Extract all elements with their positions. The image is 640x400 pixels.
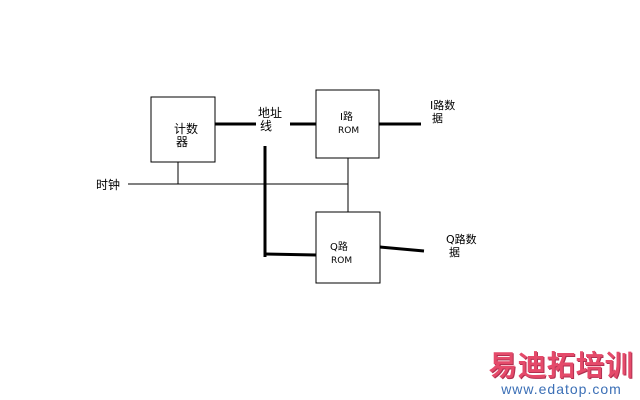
watermark-url: www.edatop.com [501, 381, 622, 397]
q-rom-label-line-2: ROM [331, 256, 352, 266]
q-data-label-2: 据 [449, 245, 460, 259]
i-rom-label-line-2: ROM [338, 126, 359, 136]
q-rom-block [315, 211, 381, 284]
i-rom-block [315, 89, 380, 159]
address-to-q-rom-wire [264, 252, 317, 257]
address-line-label-2: 线 [260, 119, 272, 133]
address-line-label-1: 地址 [258, 106, 282, 120]
counter-block [150, 96, 216, 163]
counter-label-line-1: 计数 [174, 121, 198, 136]
q-data-output-wire [379, 245, 425, 253]
counter-label-line-2: 器 [176, 135, 188, 149]
watermark-logo: 易迪拓培训 www.edatop.com [488, 349, 634, 397]
i-rom-label-line-1: I路 [340, 110, 353, 123]
watermark-title: 易迪拓培训 [488, 349, 634, 382]
clock-label: 时钟 [96, 177, 120, 192]
i-data-label-1: I路数 [430, 99, 455, 112]
q-rom-label-line-1: Q路 [330, 240, 348, 253]
i-data-label-2: 据 [432, 111, 443, 125]
q-data-label-1: Q路数 [446, 233, 477, 246]
